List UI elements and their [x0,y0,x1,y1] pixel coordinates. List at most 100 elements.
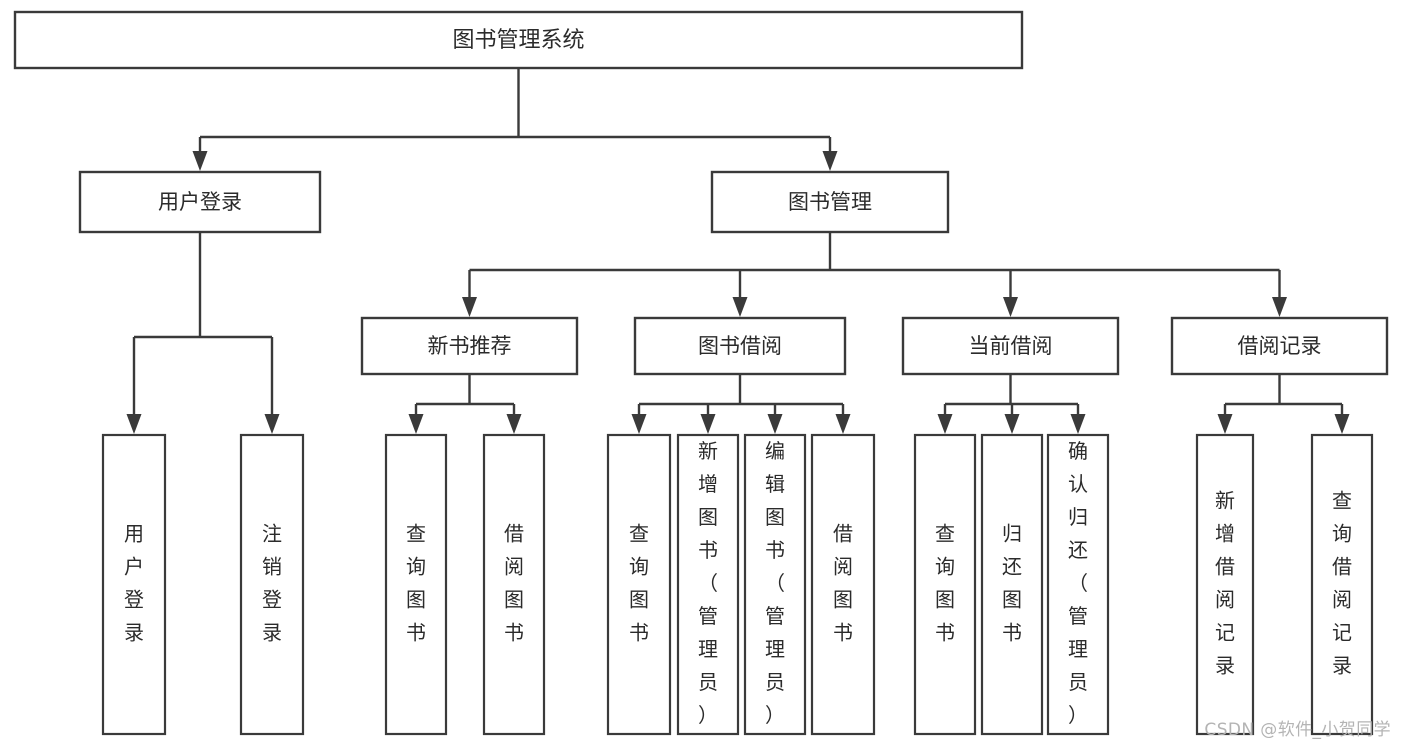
arrow-head-icon [732,297,748,317]
node-label-char: 辑 [765,472,785,496]
node-level2-3[interactable]: 借阅记录 [1170,316,1389,376]
node-label-char: 查 [629,522,649,546]
arrow-head-icon [835,414,851,434]
node-label-char: 询 [1332,522,1352,546]
node-label-char: 员 [765,670,785,694]
node-leaf-0-0[interactable]: 用户登录 [101,433,167,736]
node-label-char: （ [1068,571,1088,595]
node-label-char: （ [765,571,785,595]
node-label-char: 认 [1068,472,1088,496]
node-label-char: 管 [765,604,785,628]
node-label-char: 借 [504,522,524,546]
node-label-char: 编 [765,439,785,463]
node-label-char: 书 [406,621,426,645]
arrow-head-icon [408,414,424,434]
node-label-char: 图 [935,588,955,612]
node-label-char: 查 [406,522,426,546]
arrow-head-icon [1334,414,1350,434]
node-label-char: ） [765,703,785,727]
arrow-head-icon [192,151,208,171]
node-label-char: ） [698,703,718,727]
node-label-char: 新 [698,439,718,463]
node-label-char: 销 [262,555,282,579]
node-label-char: 理 [765,637,785,661]
node-label-char: 阅 [833,555,853,579]
node-label-char: 图 [765,505,785,529]
node-label-char: 员 [698,670,718,694]
node-label-char: 注 [262,522,282,546]
node-label-char: 录 [124,621,144,645]
node-label: 用户登录 [158,190,242,214]
node-label-char: 记 [1215,621,1235,645]
node-label: 当前借阅 [969,334,1053,358]
node-level2-2[interactable]: 当前借阅 [901,316,1120,376]
node-label-char: 录 [1215,654,1235,678]
arrow-head-icon [1070,414,1086,434]
node-label-char: 理 [698,637,718,661]
arrow-head-icon [700,414,716,434]
node-label-char: 还 [1068,538,1088,562]
node-label: 图书管理系统 [452,28,584,53]
node-label-char: 询 [629,555,649,579]
node-label-char: 增 [1215,522,1235,546]
node-label-char: 阅 [1332,588,1352,612]
node-label: 图书管理 [788,190,872,214]
node-level1-0[interactable]: 用户登录 [78,170,322,234]
node-label-char: 阅 [504,555,524,579]
node-label-char: 还 [1002,555,1022,579]
node-e59bbee4b9a6e7aea1e79086e7b3bbe7bb9f-root[interactable]: 图书管理系统 [13,10,1024,70]
node-label-char: 图 [833,588,853,612]
node-level1-1[interactable]: 图书管理 [710,170,950,234]
node-label-char: 阅 [1215,588,1235,612]
node-label-char: （ [698,571,718,595]
watermark-text: CSDN @软件_小贺同学 [1204,720,1391,740]
node-label-char: 增 [698,472,718,496]
node-label-char: 书 [1002,621,1022,645]
node-label-char: 录 [262,621,282,645]
node-label-char: 登 [262,588,282,612]
node-label-char: 询 [406,555,426,579]
arrow-head-icon [1272,297,1287,317]
arrow-head-icon [462,297,477,317]
arrow-head-icon [1004,414,1020,434]
node-level2-0[interactable]: 新书推荐 [360,316,579,376]
node-label-char: 借 [833,522,853,546]
node-label-char: 书 [833,621,853,645]
node-label-char: 查 [935,522,955,546]
node-label-char: ） [1068,703,1088,727]
node-label-char: 归 [1068,505,1088,529]
node-label-char: 图 [406,588,426,612]
node-label-char: 查 [1332,489,1352,513]
node-label: 借阅记录 [1238,334,1322,358]
node-label-char: 图 [698,505,718,529]
arrow-head-icon [1217,414,1233,434]
node-label: 图书借阅 [698,334,782,358]
node-level2-1[interactable]: 图书借阅 [633,316,847,376]
node-label-char: 录 [1332,654,1352,678]
arrow-head-icon [264,414,280,434]
arrow-head-icon [822,151,838,171]
node-label-char: 归 [1002,522,1022,546]
node-label-char: 借 [1215,555,1235,579]
node-label-char: 书 [765,538,785,562]
node-label-char: 新 [1215,489,1235,513]
node-label-char: 记 [1332,621,1352,645]
node-label-char: 理 [1068,637,1088,661]
node-label-char: 询 [935,555,955,579]
node-label-char: 管 [1068,604,1088,628]
arrow-head-icon [506,414,522,434]
